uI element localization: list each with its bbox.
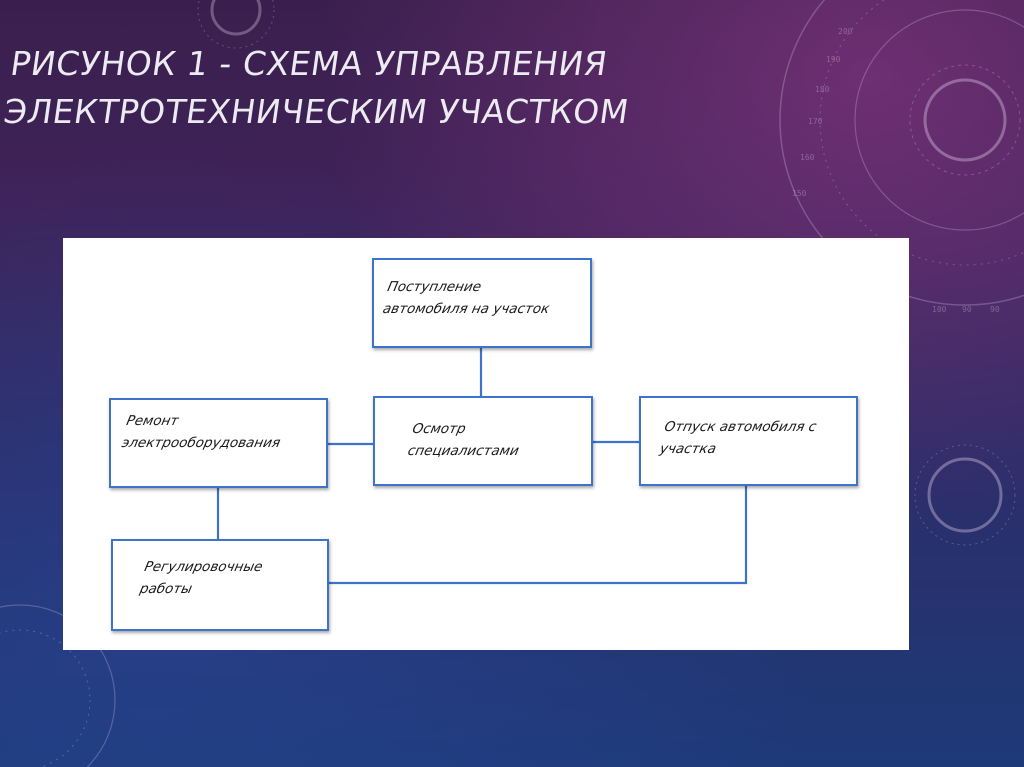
node-inspection bbox=[373, 396, 593, 486]
dial-number: 90 bbox=[962, 305, 972, 314]
slide-title: РИСУНОК 1 - СХЕМА УПРАВЛЕНИЯ ЭЛЕКТРОТЕХН… bbox=[1, 44, 632, 131]
node-release bbox=[639, 396, 858, 486]
dial-number: 100 bbox=[932, 305, 947, 314]
dial-number: 150 bbox=[792, 189, 807, 198]
node-inspection-label: Осмотр специалистами bbox=[406, 421, 521, 459]
node-repair bbox=[109, 398, 328, 488]
node-repair-label: Ремонт электрооборудования bbox=[120, 413, 282, 451]
dial-number: 200 bbox=[838, 27, 853, 36]
diagram-panel: Поступление автомобиля на участок Осмотр… bbox=[63, 238, 909, 650]
node-arrival bbox=[372, 258, 592, 348]
dial-number: 170 bbox=[808, 117, 823, 126]
dial-number: 160 bbox=[800, 153, 815, 162]
node-arrival-label: Поступление автомобиля на участок bbox=[381, 279, 551, 317]
dial-number: 190 bbox=[826, 55, 841, 64]
node-adjustment bbox=[111, 539, 329, 631]
dial-number: 90 bbox=[990, 305, 1000, 314]
node-adjustment-label: Регулировочные работы bbox=[138, 559, 265, 597]
diagram-connectors bbox=[216, 348, 748, 585]
node-release-label: Отпуск автомобиля с участка bbox=[658, 419, 818, 457]
connector-adjustment-release bbox=[329, 486, 748, 585]
dial-number: 180 bbox=[815, 85, 830, 94]
